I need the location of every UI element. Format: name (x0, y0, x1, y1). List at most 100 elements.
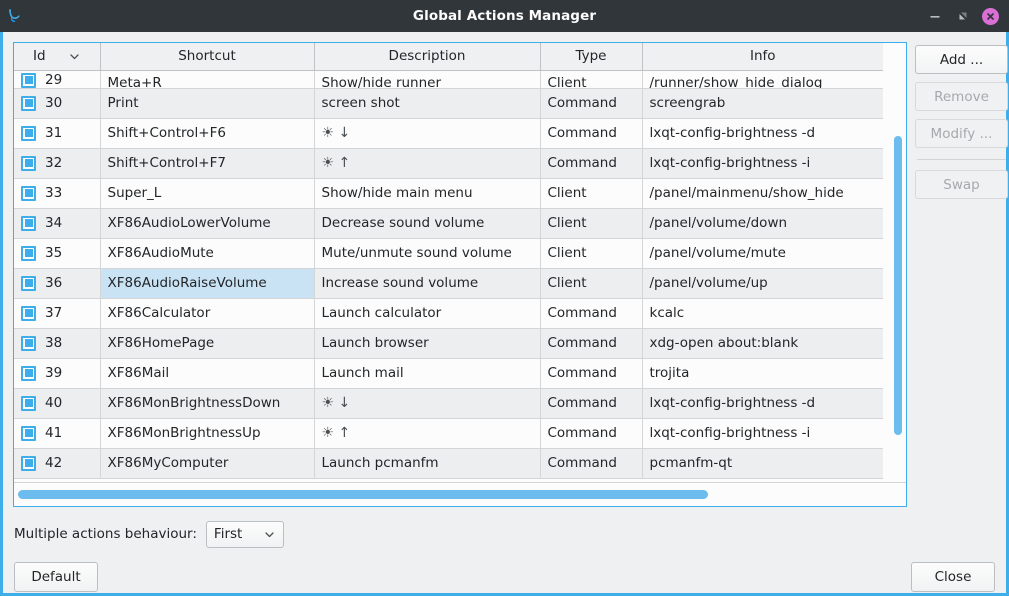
cell-shortcut[interactable]: XF86AudioMute (100, 238, 315, 269)
cell-type[interactable]: Command (540, 358, 643, 389)
enabled-action-icon[interactable] (21, 275, 36, 291)
cell-id[interactable]: 30 (14, 88, 101, 119)
cell-type[interactable]: Command (540, 388, 643, 419)
enabled-action-icon[interactable] (21, 395, 36, 411)
close-button[interactable]: Close (911, 562, 995, 592)
cell-shortcut[interactable]: Shift+Control+F6 (100, 118, 315, 149)
cell-info[interactable]: /panel/volume/up (642, 268, 883, 299)
cell-info[interactable]: lxqt-config-brightness -d (642, 388, 883, 419)
title-bar[interactable]: Global Actions Manager (0, 0, 1009, 32)
cell-shortcut[interactable]: XF86HomePage (100, 328, 315, 359)
cell-id[interactable]: 39 (14, 358, 101, 389)
cell-id[interactable]: 35 (14, 238, 101, 269)
cell-info[interactable]: /panel/volume/down (642, 208, 883, 239)
cell-shortcut[interactable]: XF86MonBrightnessDown (100, 388, 315, 419)
cell-description[interactable]: ☀ ↑ (314, 418, 541, 449)
swap-button[interactable]: Swap (915, 170, 1008, 199)
behaviour-select[interactable]: First (205, 520, 284, 548)
cell-shortcut[interactable]: Meta+R (100, 70, 315, 89)
cell-info[interactable]: lxqt-config-brightness -i (642, 418, 883, 449)
enabled-action-icon[interactable] (21, 455, 36, 471)
modify-button[interactable]: Modify ... (915, 119, 1008, 148)
cell-type[interactable]: Command (540, 418, 643, 449)
cell-shortcut[interactable]: Print (100, 88, 315, 119)
column-header-shortcut[interactable]: Shortcut (100, 43, 315, 71)
column-header-description[interactable]: Description (314, 43, 541, 71)
cell-description[interactable]: screen shot (314, 88, 541, 119)
enabled-action-icon[interactable] (21, 305, 36, 321)
cell-id[interactable]: 36 (14, 268, 101, 299)
cell-info[interactable]: kcalc (642, 298, 883, 329)
enabled-action-icon[interactable] (21, 245, 36, 261)
cell-info[interactable]: xdg-open about:blank (642, 328, 883, 359)
cell-info[interactable]: /panel/volume/mute (642, 238, 883, 269)
cell-shortcut[interactable]: Super_L (100, 178, 315, 209)
cell-type[interactable]: Command (540, 448, 643, 479)
cell-id[interactable]: 41 (14, 418, 101, 449)
maximize-icon[interactable] (954, 7, 972, 25)
cell-info[interactable]: /runner/show_hide_dialog (642, 70, 883, 89)
cell-shortcut[interactable]: XF86Mail (100, 358, 315, 389)
cell-shortcut[interactable]: XF86Calculator (100, 298, 315, 329)
cell-id[interactable]: 33 (14, 178, 101, 209)
column-header-info[interactable]: Info (642, 43, 883, 71)
cell-info[interactable]: screengrab (642, 88, 883, 119)
cell-description[interactable]: Launch calculator (314, 298, 541, 329)
cell-type[interactable]: Client (540, 70, 643, 89)
enabled-action-icon[interactable] (21, 215, 36, 231)
enabled-action-icon[interactable] (21, 365, 36, 381)
cell-description[interactable]: Increase sound volume (314, 268, 541, 299)
add-button[interactable]: Add ... (915, 45, 1008, 74)
cell-type[interactable]: Client (540, 178, 643, 209)
cell-type[interactable]: Command (540, 148, 643, 179)
cell-type[interactable]: Command (540, 328, 643, 359)
cell-shortcut[interactable]: XF86AudioRaiseVolume (100, 267, 315, 299)
cell-type[interactable]: Command (540, 298, 643, 329)
cell-id[interactable]: 37 (14, 298, 101, 329)
enabled-action-icon[interactable] (21, 155, 36, 171)
cell-id[interactable]: 32 (14, 148, 101, 179)
cell-id[interactable]: 34 (14, 208, 101, 239)
remove-button[interactable]: Remove (915, 82, 1008, 111)
cell-description[interactable]: Launch mail (314, 358, 541, 389)
cell-type[interactable]: Command (540, 118, 643, 149)
cell-id[interactable]: 31 (14, 118, 101, 149)
minimize-icon[interactable] (926, 7, 944, 25)
cell-description[interactable]: Show/hide runner (314, 70, 541, 89)
enabled-action-icon[interactable] (21, 72, 36, 87)
cell-info[interactable]: pcmanfm-qt (642, 448, 883, 479)
cell-type[interactable]: Client (540, 268, 643, 299)
vertical-scrollbar[interactable] (892, 71, 904, 480)
enabled-action-icon[interactable] (21, 185, 36, 201)
cell-info[interactable]: trojita (642, 358, 883, 389)
vertical-scrollbar-thumb[interactable] (894, 136, 902, 435)
column-header-id[interactable]: Id (14, 43, 101, 71)
horizontal-scrollbar[interactable] (14, 482, 906, 506)
cell-info[interactable]: lxqt-config-brightness -d (642, 118, 883, 149)
cell-id[interactable]: 38 (14, 328, 101, 359)
cell-description[interactable]: Launch pcmanfm (314, 448, 541, 479)
enabled-action-icon[interactable] (21, 335, 36, 351)
cell-shortcut[interactable]: XF86MyComputer (100, 448, 315, 479)
cell-shortcut[interactable]: Shift+Control+F7 (100, 148, 315, 179)
cell-description[interactable]: ☀ ↑ (314, 148, 541, 179)
cell-type[interactable]: Client (540, 238, 643, 269)
cell-shortcut[interactable]: XF86MonBrightnessUp (100, 418, 315, 449)
enabled-action-icon[interactable] (21, 425, 36, 441)
cell-description[interactable]: ☀ ↓ (314, 388, 541, 419)
default-button[interactable]: Default (14, 562, 98, 592)
cell-type[interactable]: Command (540, 88, 643, 119)
